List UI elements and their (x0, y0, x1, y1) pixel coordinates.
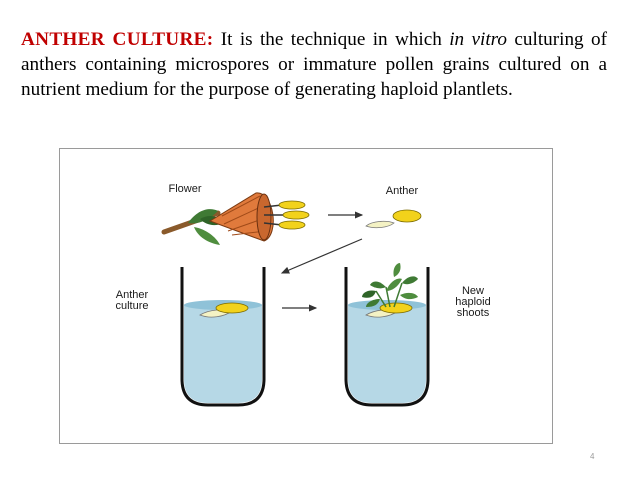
definition-paragraph: ANTHER CULTURE: It is the technique in w… (21, 27, 607, 102)
label-anther-culture-line1: Anther (115, 289, 149, 301)
isolated-anther (365, 209, 422, 229)
anther-culture-diagram: Flower Anther Anther culture New haploid… (59, 148, 553, 444)
label-anther: Anther (385, 185, 419, 197)
label-new-line3: shoots (456, 307, 490, 319)
culture-tube-left (180, 267, 266, 407)
flower-illustration (161, 192, 310, 245)
culture-tube-right (344, 263, 430, 407)
page-number: 4 (590, 452, 595, 461)
definition-text-end: culturing of anthers containing microspo… (21, 29, 607, 100)
label-new-line1: New (461, 285, 484, 297)
haploid-shoots (362, 263, 418, 308)
diagram-illustration (161, 192, 430, 407)
label-anther-culture: Anther culture (104, 290, 160, 312)
label-new-line2: haploid (455, 296, 491, 308)
section-heading: ANTHER CULTURE: (21, 29, 214, 50)
label-flower: Flower (168, 183, 202, 195)
label-new-haploid-shoots: New haploid shoots (444, 286, 502, 319)
italic-term: in vitro (449, 29, 508, 50)
label-anther-culture-line2: culture (115, 300, 149, 312)
definition-text-start: It is the technique in which (213, 29, 450, 50)
arrow-to-culture (280, 238, 363, 274)
